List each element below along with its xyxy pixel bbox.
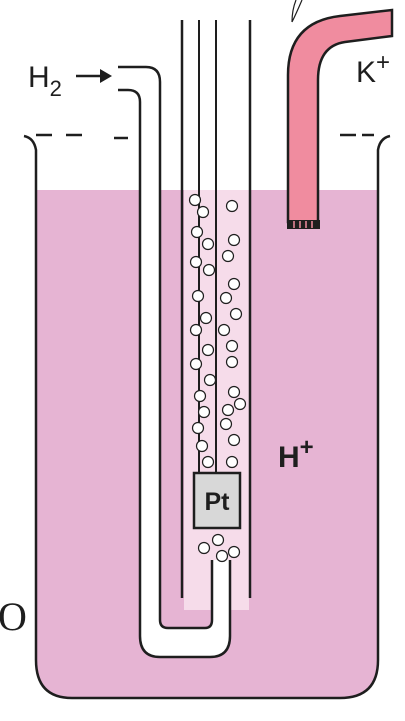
edge-glyph: O: [0, 594, 27, 639]
bubble: [201, 343, 215, 357]
h-ion-label: H+: [278, 434, 314, 474]
bubble: [217, 323, 231, 337]
bubble: [201, 237, 215, 251]
gas-inlet-tube: [118, 67, 230, 657]
salt-bridge-frit: [287, 220, 320, 229]
bubble: [229, 307, 243, 321]
bubble: [221, 249, 235, 263]
bubble: [225, 339, 239, 353]
bubble: [219, 417, 233, 431]
bubble: [191, 289, 205, 303]
hydrogen-bubbles: [188, 193, 247, 563]
bubble: [227, 433, 241, 447]
bubble: [197, 405, 211, 419]
bubble: [233, 397, 247, 411]
frit-ticks: [293, 221, 313, 228]
bubble: [202, 263, 216, 277]
beaker: [23, 134, 391, 700]
gas-inlet-tube-outline-outer: [118, 88, 232, 659]
level-marks: [36, 133, 374, 140]
bubble: [215, 549, 229, 563]
bubble: [219, 291, 233, 305]
bubble: [199, 311, 213, 325]
bubble: [227, 233, 241, 247]
bubble: [190, 225, 204, 239]
bubble: [221, 403, 235, 417]
h2-label: H2: [28, 61, 62, 101]
bubble: [201, 455, 215, 469]
bubble: [188, 193, 202, 207]
sketch-mark: [291, 0, 303, 23]
bubble: [211, 533, 225, 547]
gas-inlet-tube-outline: [118, 65, 214, 630]
bubble: [197, 541, 211, 555]
platinum-electrode: [192, 471, 242, 530]
bubble: [191, 421, 205, 435]
bubble: [225, 355, 239, 369]
bubble: [227, 277, 241, 291]
bubble: [196, 205, 210, 219]
right-arrow-icon: [76, 69, 112, 83]
salt-bridge: [286, 8, 394, 224]
pt-label: Pt: [205, 488, 231, 516]
bubble: [195, 439, 209, 453]
bubble: [189, 255, 203, 269]
bubble: [227, 545, 241, 559]
bubble: [193, 389, 207, 403]
bubble: [203, 373, 217, 387]
bubble: [189, 357, 203, 371]
bubble: [225, 455, 239, 469]
bubble: [227, 385, 241, 399]
k-ion-label: K+: [356, 49, 390, 89]
bubble: [189, 323, 203, 337]
bubble: [225, 199, 239, 213]
